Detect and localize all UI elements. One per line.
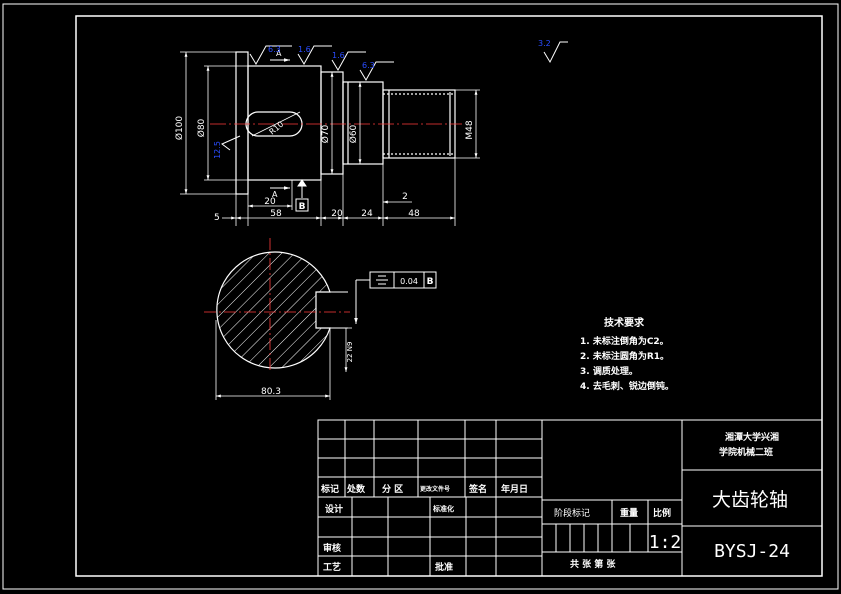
tb-review: 审核 [323,542,341,554]
geometric-tolerance [354,271,437,324]
dim-keyway: R10 [267,120,285,137]
tb-approve: 批准 [435,561,453,573]
tb-sheets: 共 张 第 张 [570,558,616,570]
tb-col-mark: 标记 [320,483,339,495]
tb-col-doc: 更改文件号 [420,485,450,493]
roughness-r1: 6.3 [268,45,281,54]
tb-stage: 阶段标记 [554,507,590,519]
dim-l20a: 20 [264,197,276,207]
dim-l24: 24 [361,209,373,219]
section-key-dim: 22 N9 [346,342,354,363]
tb-school-line2: 学院机械二班 [719,446,773,458]
note-item-4: 4. 去毛刺、锐边倒钝。 [580,380,674,392]
roughness-r3: 1.6 [332,51,345,60]
length-dimensions [222,158,456,226]
datum-b-label: B [299,202,306,212]
tb-drawing-no: BYSJ-24 [714,541,790,562]
section-a-bottom: A [272,190,278,199]
section-width-dim: 80.3 [261,387,281,397]
tb-part-name: 大齿轮轴 [712,489,788,511]
note-item-3: 3. 调质处理。 [580,365,638,377]
tb-standard: 标准化 [432,504,454,513]
tb-scale: 1:2 [649,532,682,553]
roughness-general: 3.2 [538,39,551,48]
note-item-1: 1. 未标注倒角为C2。 [580,335,669,347]
notes-title: 技术要求 [604,316,645,329]
section-a-top: A [276,49,282,58]
roughness-r2: 1.6 [298,45,311,54]
dim-d60: Ø60 [348,124,359,143]
tb-col-sign: 签名 [468,483,487,495]
outer-border [2,3,839,590]
diameter-dimensions [180,51,480,195]
tb-weight: 重量 [620,507,638,519]
tb-design: 设计 [325,503,343,515]
tb-col-zone: 分 区 [382,483,403,495]
section-markers [270,58,307,198]
roughness-r5: 12.5 [213,141,222,159]
dim-l48: 48 [408,209,420,219]
section-dimensions [215,320,352,400]
dim-m48: M48 [465,120,475,139]
dim-d80: Ø80 [196,118,207,137]
dim-l2: 2 [402,192,408,202]
datum-b-box [295,198,309,212]
shaft-main-view [235,51,456,195]
dim-d100: Ø100 [174,116,185,141]
dim-d70: Ø70 [320,124,331,143]
dim-l5: 5 [214,213,220,223]
tb-col-date: 年月日 [501,483,528,495]
tolerance-value: 0.04 [400,277,418,286]
roughness-symbols [221,41,568,151]
tb-ratio: 比例 [653,507,671,519]
tb-process: 工艺 [323,561,341,573]
section-view [216,251,348,369]
roughness-r4: 6.3 [362,61,375,70]
dim-l58: 58 [270,209,282,219]
dim-l20b: 20 [331,209,343,219]
tb-school-line1: 湘潭大学兴湘 [725,431,779,443]
tb-col-count: 处数 [346,483,366,495]
title-block-grid [317,419,823,577]
note-item-2: 2. 未标注圆角为R1。 [580,350,669,362]
tolerance-datum: B [427,277,434,287]
